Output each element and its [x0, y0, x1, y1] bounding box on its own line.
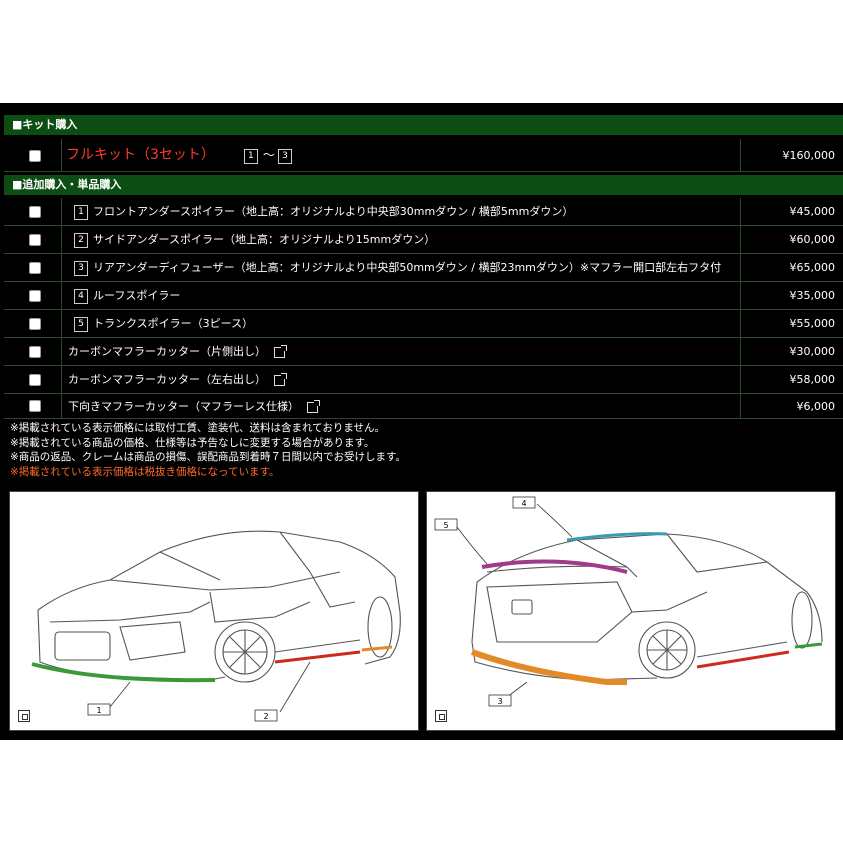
- full-kit-name: フルキット（3セット）: [66, 147, 215, 163]
- external-link-icon[interactable]: [274, 344, 287, 358]
- item-price: ¥58,000: [740, 366, 843, 393]
- item-name: トランクスポイラー（3ピース）: [93, 317, 254, 330]
- part-label-3: 3: [497, 697, 502, 706]
- front-car-drawing: 1 2: [31, 530, 401, 722]
- item-name: リアアンダーディフューザー（地上高：オリジナルより中央部50mmダウン / 横部…: [93, 261, 722, 274]
- expand-icon[interactable]: [18, 710, 30, 722]
- full-kit-row: フルキット（3セット） 1 ～3 ¥160,000: [4, 139, 843, 172]
- item-price: ¥45,000: [740, 198, 843, 225]
- item-row: 5 トランクスポイラー（3ピース） ¥55,000: [4, 310, 843, 338]
- item-checkbox[interactable]: [29, 234, 41, 246]
- item-row: 1 フロントアンダースポイラー（地上高：オリジナルより中央部30mmダウン / 横…: [4, 198, 843, 226]
- item-checkbox[interactable]: [29, 400, 41, 412]
- item-checkbox[interactable]: [29, 346, 41, 358]
- item-price: ¥60,000: [740, 226, 843, 253]
- note-line: ※掲載されている商品の価格、仕様等は予告なしに変更する場合があります。: [10, 436, 375, 449]
- item-checkbox[interactable]: [29, 290, 41, 302]
- full-kit-price: ¥160,000: [740, 139, 843, 171]
- item-price: ¥35,000: [740, 282, 843, 309]
- item-price: ¥30,000: [740, 338, 843, 365]
- item-number-badge: 5: [74, 316, 88, 332]
- item-price: ¥65,000: [740, 254, 843, 281]
- item-name[interactable]: 下向きマフラーカッター（マフラーレス仕様）: [68, 400, 299, 413]
- note-line-tax: ※掲載されている表示価格は税抜き価格になっています。: [10, 465, 280, 478]
- product-panel: ■キット購入 フルキット（3セット） 1～3 ¥160,000 ■追加購入・単品…: [0, 103, 843, 740]
- item-row: 4 ルーフスポイラー ¥35,000: [4, 282, 843, 310]
- part-label-1: 1: [96, 706, 101, 715]
- range-start-badge: 1: [243, 148, 258, 164]
- part-label-2: 2: [263, 712, 268, 721]
- item-name[interactable]: カーボンマフラーカッター（左右出し）: [68, 373, 266, 386]
- range-sep: ～: [262, 148, 275, 162]
- notes-block: ※掲載されている表示価格には取付工賃、塗装代、送料は含まれておりません。 ※掲載…: [10, 421, 406, 479]
- item-row: カーボンマフラーカッター（片側出し） ¥30,000: [4, 338, 843, 366]
- kit-section-header: ■キット購入: [4, 115, 843, 135]
- item-checkbox[interactable]: [29, 318, 41, 330]
- item-row: 2 サイドアンダースポイラー（地上高：オリジナルより15mmダウン） ¥60,00…: [4, 226, 843, 254]
- expand-icon[interactable]: [435, 710, 447, 722]
- range-end-badge: 3: [277, 148, 292, 164]
- rear-car-image[interactable]: 4 5 3: [426, 491, 836, 731]
- item-name[interactable]: カーボンマフラーカッター（片側出し）: [68, 345, 266, 358]
- addon-section-header: ■追加購入・単品購入: [4, 175, 843, 195]
- front-car-image[interactable]: 1 2: [9, 491, 419, 731]
- item-price: ¥55,000: [740, 310, 843, 337]
- part-label-5: 5: [443, 521, 448, 530]
- item-row: 3 リアアンダーディフューザー（地上高：オリジナルより中央部50mmダウン / 横…: [4, 254, 843, 282]
- external-link-icon[interactable]: [274, 372, 287, 386]
- item-number-badge: 1: [74, 204, 88, 220]
- item-row: 下向きマフラーカッター（マフラーレス仕様） ¥6,000: [4, 394, 843, 419]
- item-number-badge: 2: [74, 232, 88, 248]
- item-name: サイドアンダースポイラー（地上高：オリジナルより15mmダウン）: [93, 233, 436, 246]
- rear-car-drawing: 4 5 3: [434, 496, 823, 707]
- item-price: ¥6,000: [740, 394, 843, 418]
- external-link-icon[interactable]: [307, 399, 320, 413]
- item-checkbox[interactable]: [29, 206, 41, 218]
- note-line: ※掲載されている表示価格には取付工賃、塗装代、送料は含まれておりません。: [10, 422, 386, 434]
- item-checkbox[interactable]: [29, 374, 41, 386]
- item-checkbox[interactable]: [29, 262, 41, 274]
- item-name: フロントアンダースポイラー（地上高：オリジナルより中央部30mmダウン / 横部…: [93, 205, 574, 218]
- item-number-badge: 4: [74, 288, 88, 304]
- item-name: ルーフスポイラー: [93, 289, 181, 302]
- note-line: ※商品の返品、クレームは商品の損傷、誤配商品到着時７日間以内でお受けします。: [10, 451, 406, 463]
- part-label-4: 4: [521, 499, 526, 508]
- full-kit-checkbox[interactable]: [29, 150, 41, 162]
- item-number-badge: 3: [74, 260, 88, 276]
- item-row: カーボンマフラーカッター（左右出し） ¥58,000: [4, 366, 843, 394]
